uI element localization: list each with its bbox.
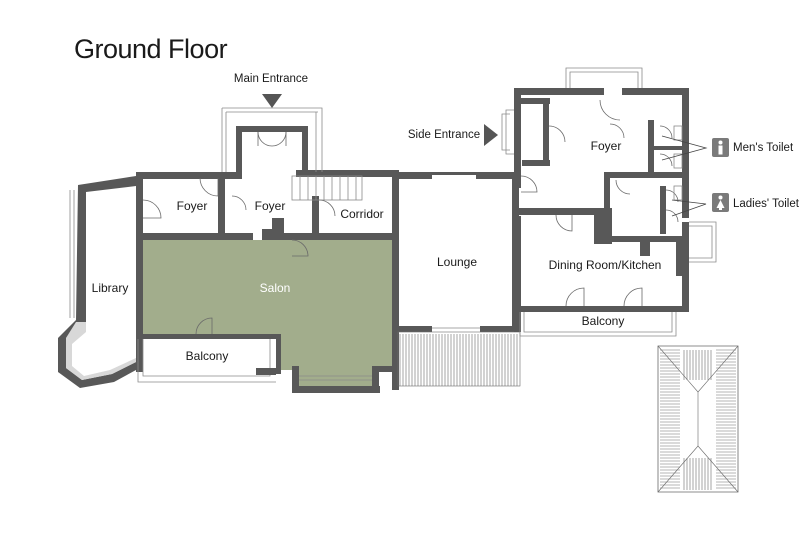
lounge-label: Lounge bbox=[437, 255, 477, 269]
foyer-center-label: Foyer bbox=[255, 199, 286, 213]
main-entrance-label: Main Entrance bbox=[234, 73, 308, 85]
roof-area bbox=[657, 345, 739, 493]
page-title: Ground Floor bbox=[74, 34, 228, 64]
corridor-label: Corridor bbox=[340, 207, 383, 221]
left-building-doors bbox=[142, 177, 336, 335]
salon-label: Salon bbox=[260, 281, 291, 295]
right-building-walls bbox=[501, 67, 717, 337]
foyer-left-label: Foyer bbox=[177, 199, 208, 213]
right-building-doors bbox=[520, 99, 683, 307]
lounge-deck bbox=[397, 331, 521, 387]
library-label: Library bbox=[92, 281, 129, 295]
salon-room bbox=[143, 240, 392, 386]
toilet-leaders bbox=[661, 135, 708, 217]
ladies-toilet-label: Ladies' Toilet bbox=[733, 198, 800, 210]
mens-toilet-label: Men's Toilet bbox=[733, 142, 794, 154]
woman-toilet-icon bbox=[712, 193, 729, 212]
library-wing bbox=[58, 176, 136, 388]
balcony-right-label: Balcony bbox=[582, 314, 625, 328]
balcony-left-label: Balcony bbox=[186, 349, 229, 363]
men-toilet-icon bbox=[712, 138, 729, 157]
side-entrance-arrow-icon bbox=[484, 124, 498, 146]
main-entrance-porch bbox=[221, 107, 363, 201]
left-building-walls bbox=[136, 170, 399, 393]
dining-kitchen-label: Dining Room/Kitchen bbox=[549, 258, 662, 272]
side-entrance-label: Side Entrance bbox=[408, 129, 480, 141]
foyer-right-label: Foyer bbox=[591, 139, 622, 153]
main-entrance-arrow-icon bbox=[262, 94, 282, 108]
lounge-block bbox=[392, 172, 521, 387]
